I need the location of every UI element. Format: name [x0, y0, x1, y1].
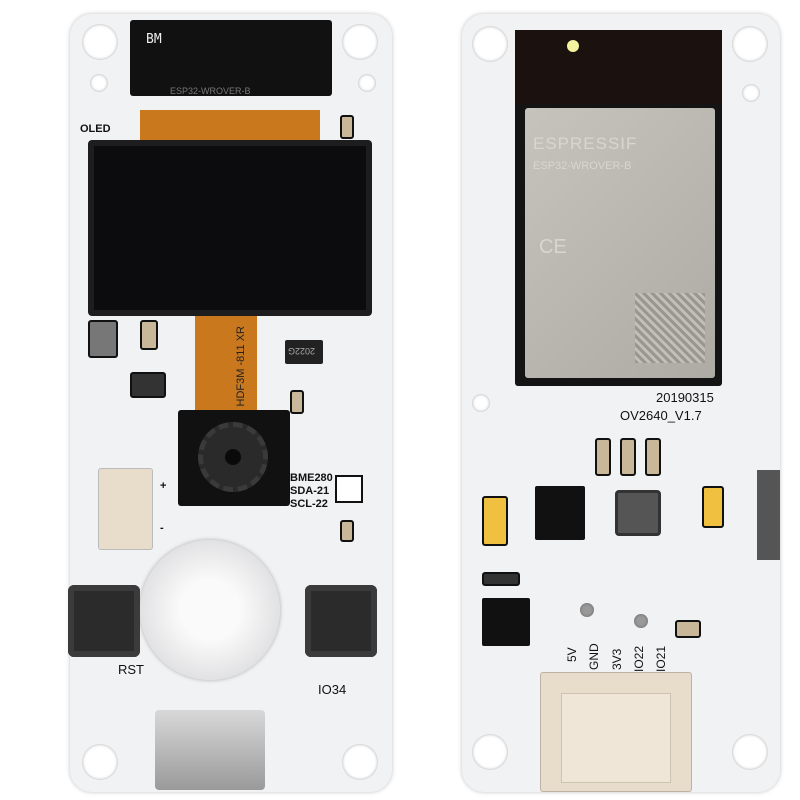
mount-hole — [742, 84, 760, 102]
board-version: OV2640_V1.7 — [620, 408, 702, 423]
smd-component — [620, 438, 636, 476]
pin-label-3v3: 3V3 — [610, 648, 624, 670]
pin-label-gnd: GND — [587, 643, 601, 670]
camera-lens-icon — [198, 422, 268, 492]
mount-hole — [342, 24, 378, 60]
sensor-label: BME280 — [290, 472, 333, 484]
module-brand: ESPRESSIF — [533, 134, 638, 153]
mount-hole — [342, 744, 378, 780]
connector-plus: + — [160, 480, 167, 492]
smd-component — [340, 520, 354, 542]
rst-label: RST — [118, 662, 144, 677]
pin-label-5v: 5V — [565, 647, 579, 662]
micro-usb-port[interactable] — [155, 710, 265, 790]
bme280-sensor — [335, 475, 363, 503]
inductor — [88, 320, 118, 358]
mount-hole — [358, 74, 376, 92]
sensor-label: SCL-22 — [290, 498, 328, 510]
camera-module — [178, 410, 290, 506]
mount-hole — [90, 74, 108, 92]
5-pin-connector — [540, 672, 692, 792]
date-code: 20190315 — [656, 390, 714, 405]
pir-sensor-dome — [140, 540, 280, 680]
qr-code — [635, 293, 705, 363]
oled-display — [88, 140, 372, 316]
sensor-label: SDA-21 — [290, 485, 330, 497]
qfn-chip — [482, 598, 530, 646]
ce-mark: CE — [539, 236, 567, 258]
mount-hole — [472, 734, 508, 770]
jst-connector — [98, 468, 153, 550]
test-pad — [634, 614, 648, 628]
small-oled-window: BM ESP32-WROVER-B — [130, 20, 332, 96]
led — [567, 40, 579, 52]
pin-label-io21: IO21 — [654, 645, 668, 672]
smd-component — [290, 390, 304, 414]
oled-label: OLED — [80, 123, 111, 135]
connector-minus: - — [160, 522, 164, 534]
smd-component — [702, 486, 724, 528]
camera-flex-cable: HDF3M -811 XR — [195, 316, 257, 416]
smd-component — [595, 438, 611, 476]
smd-component — [140, 320, 158, 350]
mount-hole — [82, 744, 118, 780]
small-oled-text: BM — [146, 32, 162, 47]
mount-hole — [732, 26, 768, 62]
smd-component — [482, 496, 508, 546]
flex-text: HDF3M -811 XR — [235, 326, 247, 407]
io34-button[interactable] — [305, 585, 377, 657]
mount-hole — [472, 394, 490, 412]
chip-2022g: 2022G — [285, 340, 323, 364]
smd-component — [130, 372, 166, 398]
smd-component — [675, 620, 701, 638]
pin-label-io22: IO22 — [632, 645, 646, 672]
rst-button[interactable] — [68, 585, 140, 657]
module-model: ESP32-WROVER-B — [533, 160, 632, 172]
esp32-module: ESPRESSIF ESP32-WROVER-B CE — [515, 30, 722, 386]
soic-chip — [535, 486, 585, 540]
io34-label: IO34 — [318, 682, 347, 697]
small-oled-subtext: ESP32-WROVER-B — [170, 86, 251, 96]
mount-hole — [732, 734, 768, 770]
antenna-area — [515, 30, 722, 104]
test-pad — [580, 603, 594, 617]
power-inductor — [615, 490, 661, 536]
smd-component — [645, 438, 661, 476]
smd-component — [482, 572, 520, 586]
mount-hole — [82, 24, 118, 60]
mount-hole — [472, 26, 508, 62]
side-component — [757, 470, 780, 560]
smd-component — [340, 115, 354, 139]
chip-marking: 2022G — [288, 346, 316, 356]
metal-shield-can: ESPRESSIF ESP32-WROVER-B CE — [525, 108, 715, 378]
